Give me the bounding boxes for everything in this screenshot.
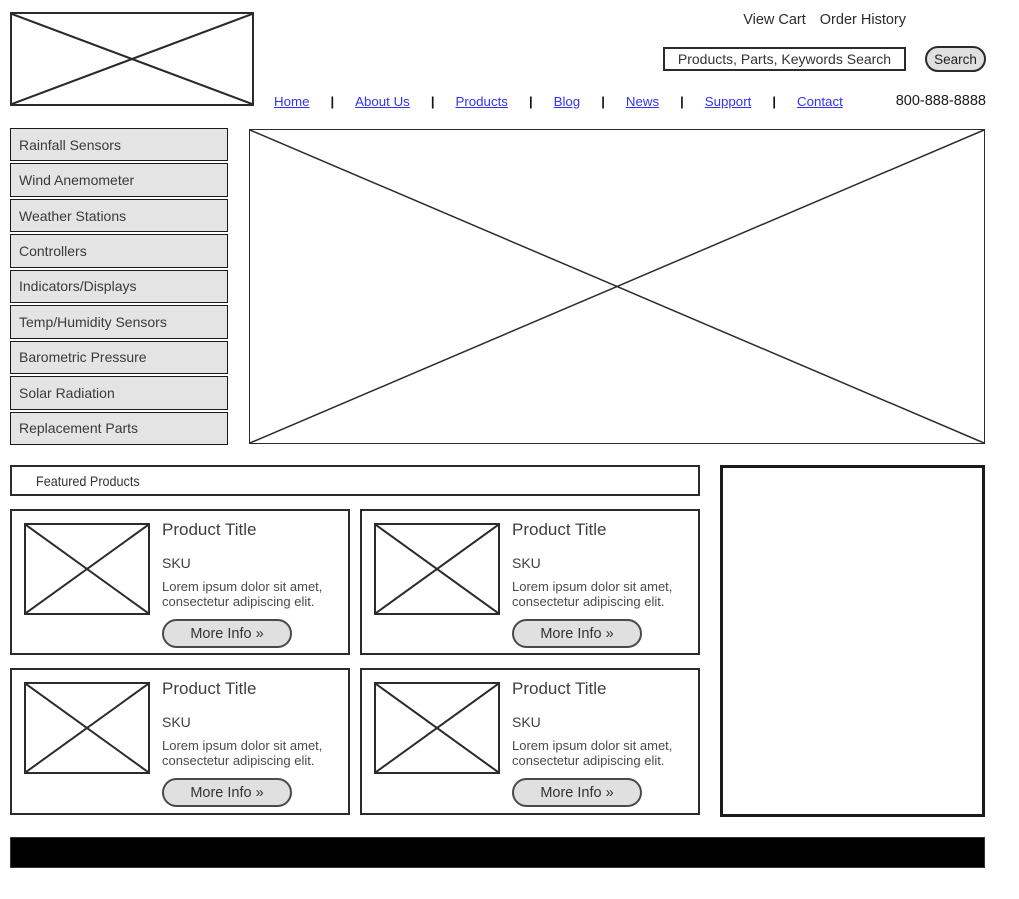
more-info-button[interactable]: More Info » [512,619,642,648]
nav-separator: | [430,93,435,109]
order-history-link[interactable]: Order History [819,12,906,28]
placeholder-x-icon [250,130,984,443]
utility-links: View Cart Order History [743,12,906,28]
product-description: Lorem ipsum dolor sit amet, consectetur … [162,738,323,768]
aside-panel [720,465,985,817]
nav-link-products[interactable]: Products [455,93,508,109]
featured-products-title: Featured Products [36,472,140,489]
sidebar-item-solar-radiation[interactable]: Solar Radiation [10,376,228,410]
placeholder-x-icon [376,684,498,772]
nav-separator: | [330,93,335,109]
nav-link-support[interactable]: Support [704,93,752,109]
product-description: Lorem ipsum dolor sit amet, consectetur … [512,579,673,609]
product-card: Product Title SKU Lorem ipsum dolor sit … [360,509,700,655]
view-cart-link[interactable]: View Cart [743,12,806,28]
phone-number: 800-888-8888 [895,93,986,109]
sidebar-item-barometric-pressure[interactable]: Barometric Pressure [10,340,228,375]
product-card: Product Title SKU Lorem ipsum dolor sit … [10,668,350,815]
placeholder-x-icon [26,525,148,613]
product-title: Product Title [512,679,607,698]
more-info-button[interactable]: More Info » [512,778,642,807]
product-sku: SKU [512,714,541,730]
placeholder-x-icon [376,525,498,613]
nav-link-contact[interactable]: Contact [796,93,843,109]
nav-separator: | [680,93,684,109]
product-title: Product Title [162,520,257,539]
more-info-button[interactable]: More Info » [162,619,292,648]
sidebar-item-rainfall-sensors[interactable]: Rainfall Sensors [10,128,228,162]
product-description: Lorem ipsum dolor sit amet, consectetur … [512,738,673,768]
product-sku: SKU [162,555,191,571]
product-image-placeholder [374,682,500,774]
nav-link-news[interactable]: News [625,93,660,109]
product-sku: SKU [162,714,191,730]
nav-separator: | [772,93,776,109]
logo-image-placeholder[interactable] [10,12,254,106]
nav-link-home[interactable]: Home [274,93,310,109]
product-card: Product Title SKU Lorem ipsum dolor sit … [10,509,350,655]
nav-link-about-us[interactable]: About Us [355,93,410,109]
sidebar-item-wind-anemometer[interactable]: Wind Anemometer [10,163,228,197]
product-image-placeholder [24,523,150,615]
hero-image-placeholder [249,129,985,444]
sidebar-item-temp-humidity-sensors[interactable]: Temp/Humidity Sensors [10,305,228,339]
product-image-placeholder [374,523,500,615]
sidebar-item-weather-stations[interactable]: Weather Stations [10,198,228,233]
featured-products-header: Featured Products [10,465,700,496]
product-title: Product Title [162,679,257,698]
product-title: Product Title [512,520,607,539]
nav-link-blog[interactable]: Blog [553,93,581,109]
nav-separator: | [601,93,605,109]
nav-separator: | [528,93,533,109]
product-description: Lorem ipsum dolor sit amet, consectetur … [162,579,323,609]
more-info-button[interactable]: More Info » [162,778,292,807]
product-image-placeholder [24,682,150,774]
main-nav: Home | About Us | Products | Blog | News | Support… [274,92,843,110]
search-input[interactable] [663,47,906,71]
product-sku: SKU [512,555,541,571]
product-card: Product Title SKU Lorem ipsum dolor sit … [360,668,700,815]
sidebar-item-replacement-parts[interactable]: Replacement Parts [10,411,228,445]
placeholder-x-icon [12,14,252,104]
sidebar-item-indicators-displays[interactable]: Indicators/Displays [10,269,228,304]
footer-bar [10,837,985,868]
placeholder-x-icon [26,684,148,772]
search-button[interactable]: Search [925,46,986,72]
sidebar-item-controllers[interactable]: Controllers [10,234,228,268]
